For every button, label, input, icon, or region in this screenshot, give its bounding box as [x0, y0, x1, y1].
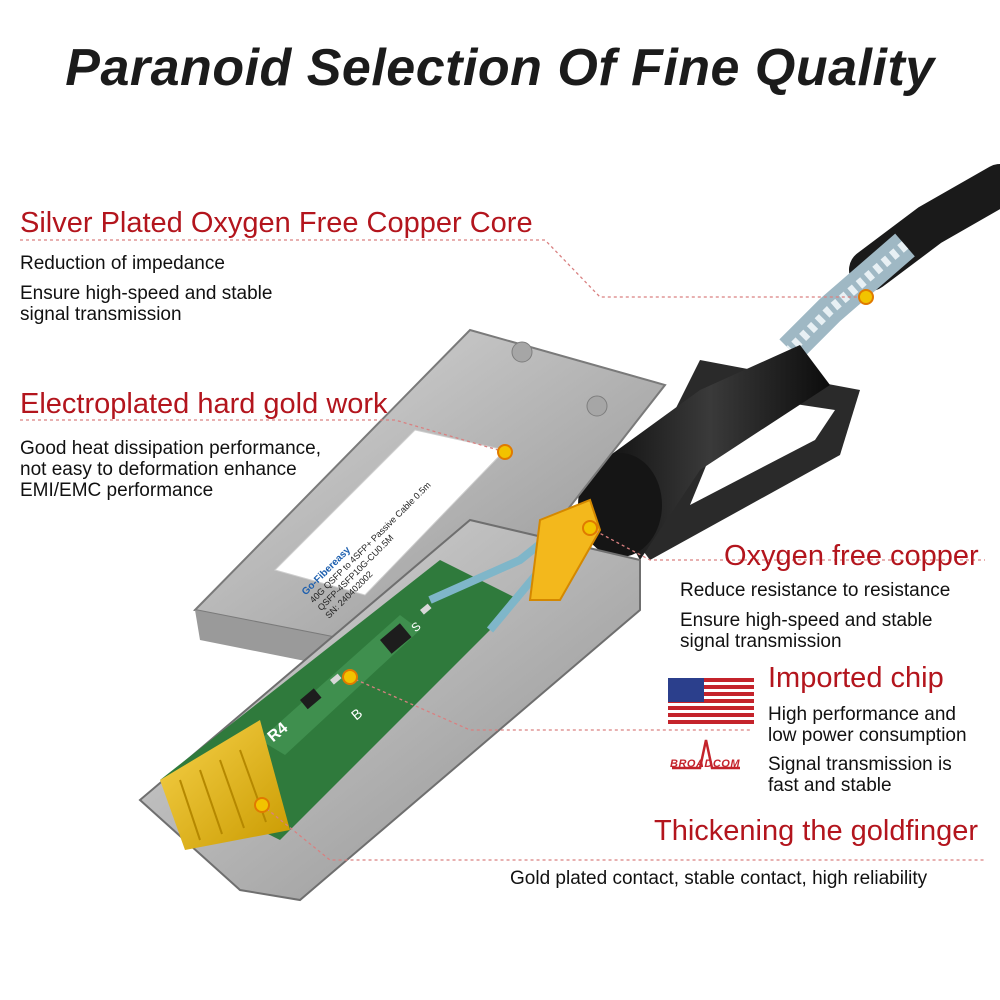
- copper-core-desc-1: Reduction of impedance: [20, 253, 225, 274]
- gold-work-heading: Electroplated hard gold work: [20, 388, 388, 420]
- indicator-dot-gold-work: [497, 444, 513, 460]
- copper-core-desc-2: Ensure high-speed and stable: [20, 283, 273, 304]
- broadcom-logo-icon: [672, 739, 740, 770]
- oxygen-free-desc-1: Reduce resistance to resistance: [680, 580, 951, 601]
- chip-desc-1: High performance and: [768, 704, 956, 725]
- page-title: Paranoid Selection Of Fine Quality: [65, 39, 935, 97]
- chip-desc-4: fast and stable: [768, 775, 892, 796]
- indicator-dot-oxygen-free: [582, 520, 598, 536]
- indicator-dot-goldfinger: [254, 797, 270, 813]
- chip-desc-3: Signal transmission is: [768, 754, 952, 775]
- chip-heading: Imported chip: [768, 662, 944, 694]
- chip-desc-2: low power consumption: [768, 725, 967, 746]
- copper-core-heading: Silver Plated Oxygen Free Copper Core: [20, 207, 533, 239]
- oxygen-free-desc-2: Ensure high-speed and stable: [680, 610, 933, 631]
- indicator-dot-chip: [342, 669, 358, 685]
- oxygen-free-desc-3: signal transmission: [680, 631, 842, 652]
- indicator-dot-copper-core: [858, 289, 874, 305]
- broadcom-logo-text: BROADCOM: [670, 758, 740, 770]
- goldfinger-heading: Thickening the goldfinger: [654, 815, 979, 847]
- oxygen-free-heading: Oxygen free copper: [724, 540, 979, 572]
- gold-work-desc-1: Good heat dissipation performance,: [20, 438, 322, 459]
- yellow-insulation: [528, 498, 602, 601]
- copper-core-desc-3: signal transmission: [20, 304, 182, 325]
- gold-work-desc-2: not easy to deformation enhance: [20, 459, 297, 480]
- gold-work-desc-3: EMI/EMC performance: [20, 480, 214, 501]
- goldfinger-desc-1: Gold plated contact, stable contact, hig…: [510, 868, 928, 889]
- us-flag-icon: [668, 678, 754, 724]
